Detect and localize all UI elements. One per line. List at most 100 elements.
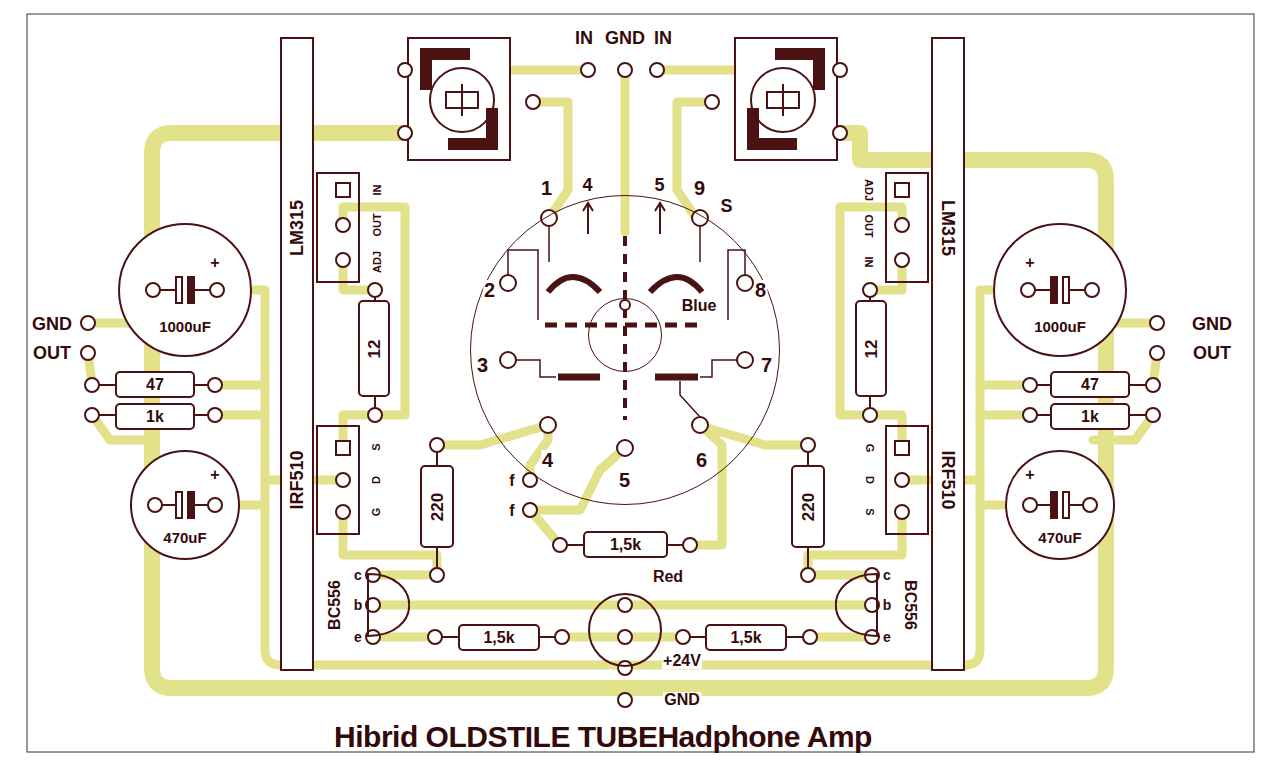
solder-pad [500,275,516,291]
solder-pad [683,538,697,552]
connector-label: GND [604,29,646,47]
solder-pad [336,505,350,519]
tube-symbol [650,277,702,292]
solder-pad [617,440,633,456]
pin-label: c [353,568,363,582]
component-value: 1000uF [158,319,212,334]
pin-number: S [719,197,733,215]
pin-label: G [864,443,875,454]
copper-trace [530,448,625,510]
solder-pad [368,408,382,422]
pin-number: 5 [653,176,665,194]
pin-label: OUT [863,213,874,238]
component-outline [118,38,510,670]
solder-pad [85,408,99,422]
component-value: 47 [145,377,165,393]
pin-number: 9 [693,178,706,198]
copper-trace [88,70,625,637]
pin-label: IN [372,184,383,197]
pin-label: c [882,568,892,582]
capacitor-symbol: +470uF [130,450,240,560]
capacitor-symbol: +1000uF [118,223,252,357]
solder-pad [618,598,632,612]
silkscreen-lead [176,492,182,518]
tube-marker: Blue [588,298,662,372]
tube-symbol [655,203,665,234]
part-name: LM315 [939,198,957,256]
solder-pad [618,63,632,77]
solder-pad [618,630,632,644]
pin-number: 2 [483,280,496,300]
silkscreen-lead [92,290,562,637]
component-value: 1k [1080,409,1100,425]
solder-pad [368,283,382,297]
solder-pad [81,346,95,360]
pin-label: G [371,507,382,518]
copper-trace [621,70,630,232]
board-frame [27,14,1254,752]
component-value: 1k [145,409,165,425]
connector-label: OUT [1192,344,1232,362]
trimmer-marking [420,48,432,90]
solder-pad [208,498,222,512]
solder-pad [430,568,444,582]
component-outline [408,38,510,160]
solder-pad [523,503,537,517]
pin-number: 4 [581,176,593,194]
resistor-symbol: 220 [420,465,454,548]
solder-pad [81,316,95,330]
part-name: BC556 [327,579,343,631]
component-outline [130,450,240,560]
pin-number: 3 [476,355,489,375]
solder-pad [336,218,350,232]
connector-label: Red [652,569,684,585]
solder-pad [208,408,222,422]
board-title: Hibrid OLDSTILE TUBEHadphone Amp [334,722,872,752]
capacitor-symbol: +1000uF [993,223,1127,357]
component-value: 12 [366,338,383,359]
solder-pad [692,417,708,433]
component-value: 470uF [162,530,207,545]
pin-label: b [353,598,364,612]
tube-symbol [700,360,737,377]
pin-label: IN [863,256,874,269]
copper-trace [533,102,568,218]
ic-package: LM315 [316,172,360,283]
solder-pad [336,183,350,197]
component-value: 470uF [1037,530,1082,545]
solder-pad [428,630,442,644]
resistor-symbol: 12 [358,300,390,397]
connector-label: GND [1191,315,1233,333]
transistor-outline [836,574,877,636]
solder-pad [526,95,540,109]
component-value: 1000uF [1033,319,1087,334]
solder-pad [500,63,753,707]
resistor-symbol: 1k [115,403,195,430]
component-value: 12 [863,338,880,359]
pin-label: OUT [372,212,383,237]
pin-number: 6 [695,450,708,470]
solder-pad [692,210,708,226]
solder-pad [581,63,595,77]
tube-symbol [558,374,698,381]
connector-label: GND [31,315,73,333]
pin-label: S [371,442,382,451]
solder-pad [398,63,412,77]
capacitor-symbol: +470uF [1005,450,1115,560]
component-value: 1,5k [609,537,642,553]
pin-label: e [882,630,892,644]
resistor-symbol: 220 [791,465,825,548]
pin-number: 5 [618,470,631,490]
component-value: 220 [800,491,817,521]
copper-trace [373,601,625,610]
component-value: 1,5k [729,630,762,646]
transistor-package: BC556 [835,573,880,637]
copper-trace [437,425,548,445]
transistor-outline [365,573,410,637]
tube-symbol [680,381,700,417]
resistor-symbol: 12 [855,300,887,397]
trimmer-symbol [430,68,494,132]
connector-label: Blue [681,298,718,314]
trimmer-symbol [461,84,463,116]
part-name: LM315 [288,198,306,256]
